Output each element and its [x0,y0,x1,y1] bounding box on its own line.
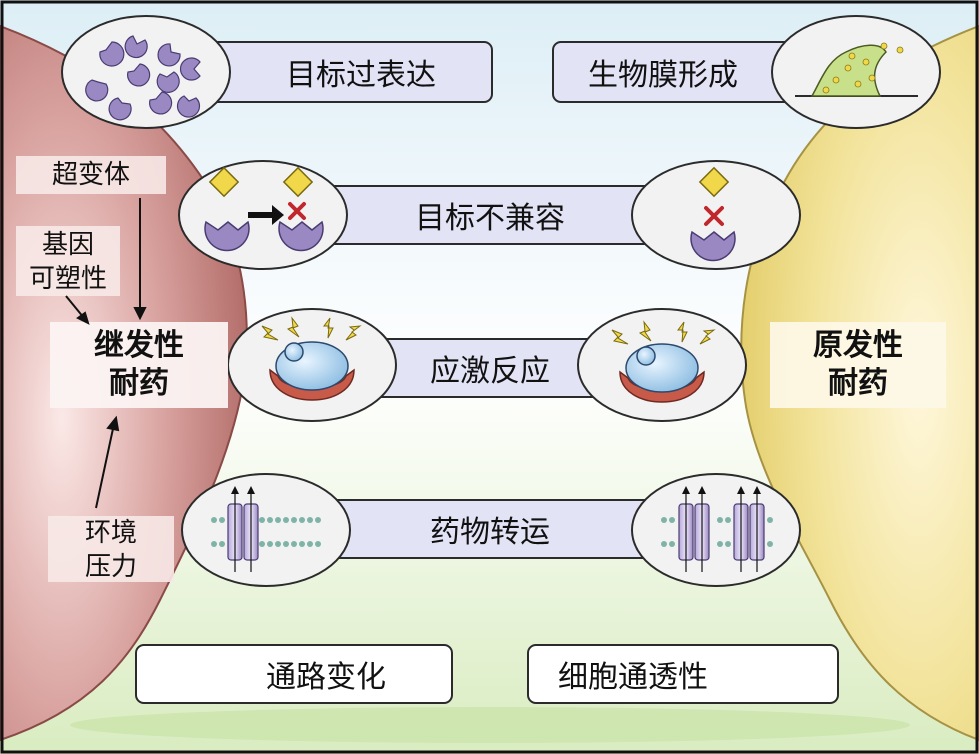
bar-drug-transport [329,499,651,559]
target-incompatibility-icon [631,160,801,270]
bar-target-incompatibility [329,185,651,245]
label-hypervariant: 超变体 [16,158,166,192]
env-pressure-line2: 压力 [84,552,137,582]
label-target-overexpression: 目标过表达 [286,58,436,93]
label-drug-transport: 药物转运 [430,515,550,550]
label-primary-resistance: 原发性 耐药 [770,322,946,408]
stress-response-left-icon [227,308,397,422]
label-stress-response: 应激反应 [430,354,550,389]
bar-pathway-change [135,644,453,704]
secondary-line2: 耐药 [109,366,169,401]
label-cell-permeability: 细胞通透性 [558,660,708,695]
biofilm-icon [771,15,941,129]
hypervariant-backdrop [16,156,166,194]
secondary-line1: 继发性 [94,328,184,363]
hypervariant-text: 超变体 [51,160,130,190]
genetic-plasticity-line2: 可塑性 [28,264,107,294]
overexpressed-targets-icon [61,15,231,129]
label-biofilm-formation: 生物膜形成 [588,58,738,93]
primary-line2: 耐药 [828,366,888,401]
plasticity-backdrop [16,226,120,296]
drug-transporter-right-icon [631,473,801,587]
target-change-icon [178,160,348,270]
env-backdrop [48,516,174,582]
primary-backdrop [770,322,946,408]
env-pressure-line1: 环境 [84,518,137,548]
stress-response-right-icon [577,308,747,422]
drug-transporter-left-icon [181,473,351,587]
label-pathway-change: 通路变化 [266,660,386,695]
label-target-incompatibility: 目标不兼容 [415,201,565,236]
label-secondary-resistance: 继发性 耐药 [50,322,228,408]
bar-cell-permeability [527,644,839,704]
genetic-plasticity-line1: 基因 [41,230,94,260]
label-environmental-pressure: 环境 压力 [48,516,174,584]
label-genetic-plasticity: 基因 可塑性 [16,228,120,296]
secondary-backdrop [50,322,228,408]
arrows-to-secondary [65,198,147,509]
bottom-ground [70,707,910,743]
primary-line1: 原发性 [813,328,903,363]
